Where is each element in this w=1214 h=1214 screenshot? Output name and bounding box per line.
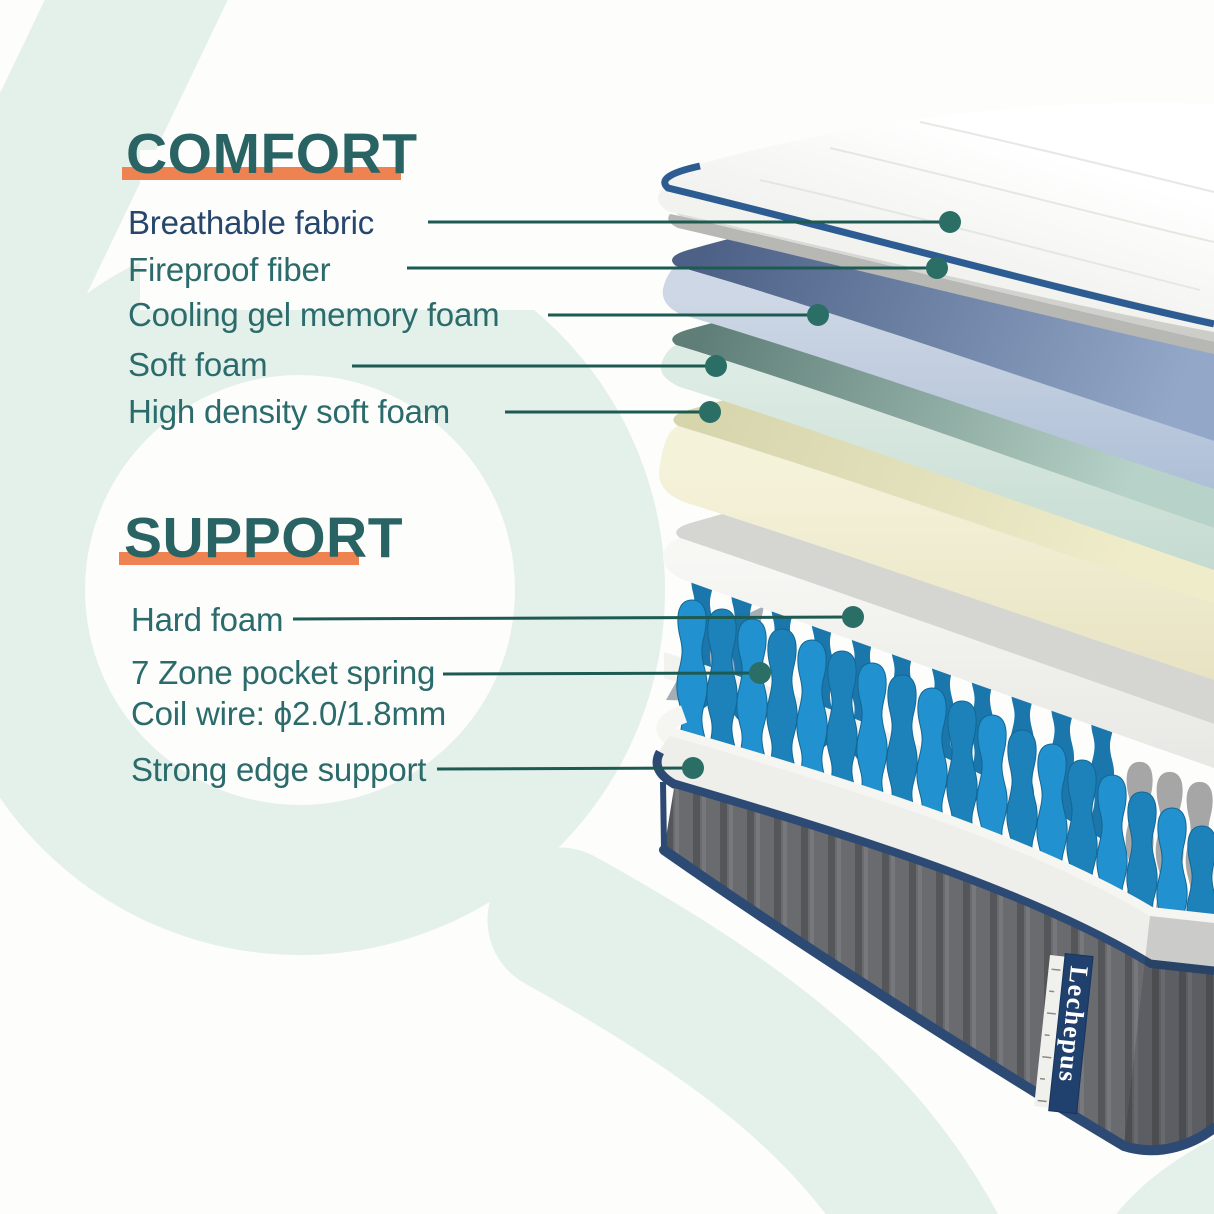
callout-dot-soft-foam — [705, 355, 727, 377]
support-underline — [119, 552, 359, 565]
comfort-heading: COMFORT — [126, 122, 418, 186]
callout-line-edge-support — [436, 766, 694, 771]
base-right-face-shade — [1124, 916, 1214, 1151]
callout-dot-high-density — [699, 401, 721, 423]
callout-dot-breathable-fabric — [939, 211, 961, 233]
callout-line-pocket-spring — [442, 671, 761, 676]
label-pocket-spring: 7 Zone pocket spring — [131, 654, 436, 691]
callout-lines — [292, 220, 950, 771]
size-ruler-strip — [1034, 955, 1065, 1108]
callout-dot-edge-support — [682, 757, 704, 779]
quilt-stitch-lines — [759, 121, 1214, 291]
base-bottom-piping — [659, 845, 1214, 1156]
label-fireproof-fiber: Fireproof fiber — [128, 251, 331, 288]
callout-dot-pocket-spring — [749, 662, 771, 684]
callout-line-hard-foam — [292, 615, 854, 621]
callout-dot-hard-foam — [842, 606, 864, 628]
label-high-density-soft-foam: High density soft foam — [128, 393, 451, 430]
label-breathable-fabric: Breathable fabric — [128, 204, 375, 241]
label-strong-edge-support: Strong edge support — [131, 751, 427, 788]
callout-dot-fireproof-fiber — [926, 257, 948, 279]
base-rim-band — [656, 736, 1214, 969]
brand-tag-fabric — [1048, 953, 1094, 1115]
edge-support-base: Lechepus — [652, 705, 1214, 1156]
label-soft-foam: Soft foam — [128, 346, 268, 383]
pocket-springs — [664, 563, 1214, 1013]
label-hard-foam: Hard foam — [131, 601, 284, 638]
quilt-piping — [661, 162, 1214, 328]
ruler-ticks — [1037, 968, 1061, 1103]
callout-dot-cooling-gel — [807, 304, 829, 326]
support-heading: SUPPORT — [124, 506, 404, 570]
label-coil-wire-note: Coil wire: ϕ2.0/1.8mm — [131, 695, 447, 732]
base-left-piping — [660, 781, 667, 849]
base-top-piping — [652, 749, 1214, 976]
label-cooling-gel-memory-foam: Cooling gel memory foam — [128, 296, 500, 333]
comfort-underline — [122, 167, 401, 180]
callout-dots — [682, 211, 961, 779]
